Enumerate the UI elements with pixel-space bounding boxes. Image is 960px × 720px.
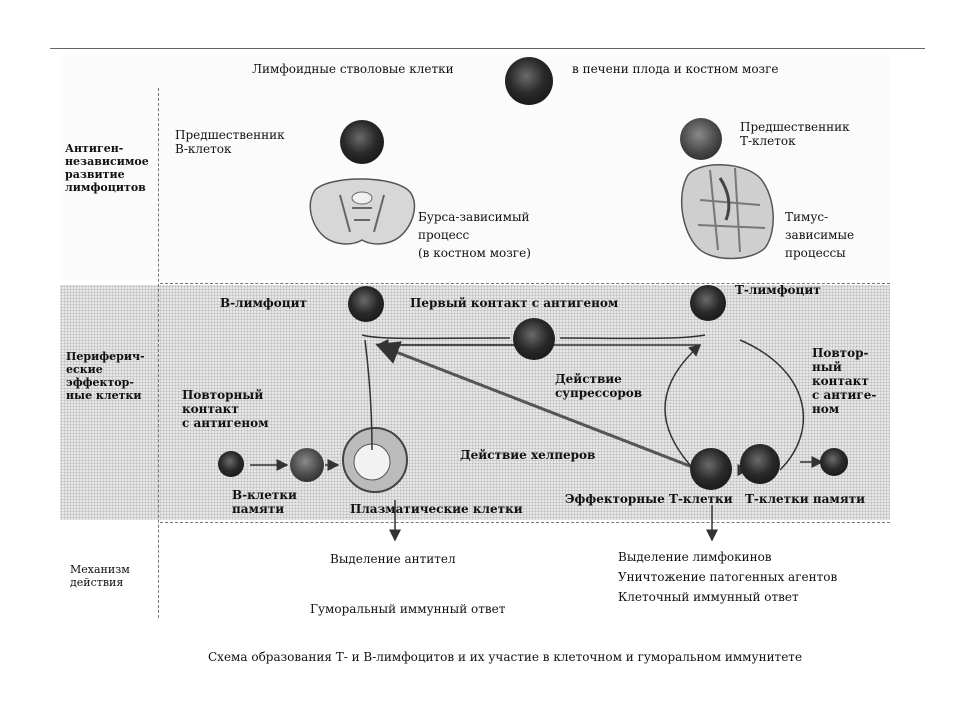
- side-label-antigen-independent: Антиген- независимое развитие лимфоцитов: [65, 142, 149, 194]
- b-memory-cell: [290, 448, 324, 482]
- label-first-contact: Первый контакт с антигеном: [410, 296, 619, 310]
- label-humoral: Гуморальный иммунный ответ: [310, 602, 506, 616]
- label-t-memory: Т-клетки памяти: [745, 492, 866, 506]
- top-rule: [50, 48, 925, 49]
- label-second-contact-left: Повторный контакт с антигеном: [182, 388, 269, 430]
- pathway-arrows: [250, 334, 824, 542]
- band-separator-2: [160, 522, 890, 523]
- label-helper: Действие хелперов: [460, 448, 596, 462]
- band-separator-1: [160, 283, 890, 284]
- label-thymus: Тимус- зависимые процессы: [785, 210, 855, 260]
- bone-marrow-illustration: [309, 178, 416, 245]
- antigen-small-cell: [218, 451, 244, 477]
- side-label-mechanism: Механизм действия: [70, 563, 130, 589]
- label-effector-t: Эффекторные Т-клетки: [565, 492, 733, 506]
- b-lymphocyte-cell: [348, 286, 384, 322]
- plasma-cell-illustration: [342, 427, 408, 493]
- label-suppressor: Действие супрессоров: [555, 372, 643, 400]
- label-plasma-cells: Плазматические клетки: [350, 502, 523, 516]
- t-precursor-cell: [680, 118, 722, 160]
- stem-cell: [505, 57, 553, 105]
- label-second-contact-right: Повтор- ный контакт с антиге- ном: [812, 346, 877, 416]
- label-t-lymphocyte: Т-лимфоцит: [735, 283, 821, 297]
- figure-caption: Схема образования Т- и В-лимфоцитов и их…: [208, 650, 803, 664]
- b-precursor-cell: [340, 120, 384, 164]
- side-divider: [158, 88, 159, 618]
- label-b-lymphocyte: В-лимфоцит: [220, 296, 307, 310]
- thymus-illustration: [680, 164, 774, 260]
- t-memory-cell: [740, 444, 780, 484]
- effector-t-cell: [690, 448, 732, 490]
- label-right-mechanism: Выделение лимфокинов Уничтожение патоген…: [618, 550, 838, 604]
- label-stem-cells: Лимфоидные стволовые клетки: [252, 62, 454, 76]
- label-b-memory: В-клетки памяти: [232, 488, 297, 516]
- label-b-precursor: Предшественник В-клеток: [175, 128, 285, 156]
- antigen-cell: [513, 318, 555, 360]
- label-t-precursor: Предшественник Т-клеток: [740, 120, 850, 148]
- antigen-right-cell: [820, 448, 848, 476]
- mechanism-band: [60, 525, 890, 625]
- label-stem-location: в печени плода и костном мозге: [572, 62, 779, 76]
- t-lymphocyte-cell: [690, 285, 726, 321]
- label-antibody-release: Выделение антител: [330, 552, 456, 566]
- label-bursa: Бурса-зависимый процесс (в костном мозге…: [418, 210, 531, 260]
- side-label-peripheral: Периферич- еские эффектор- ные клетки: [66, 350, 145, 402]
